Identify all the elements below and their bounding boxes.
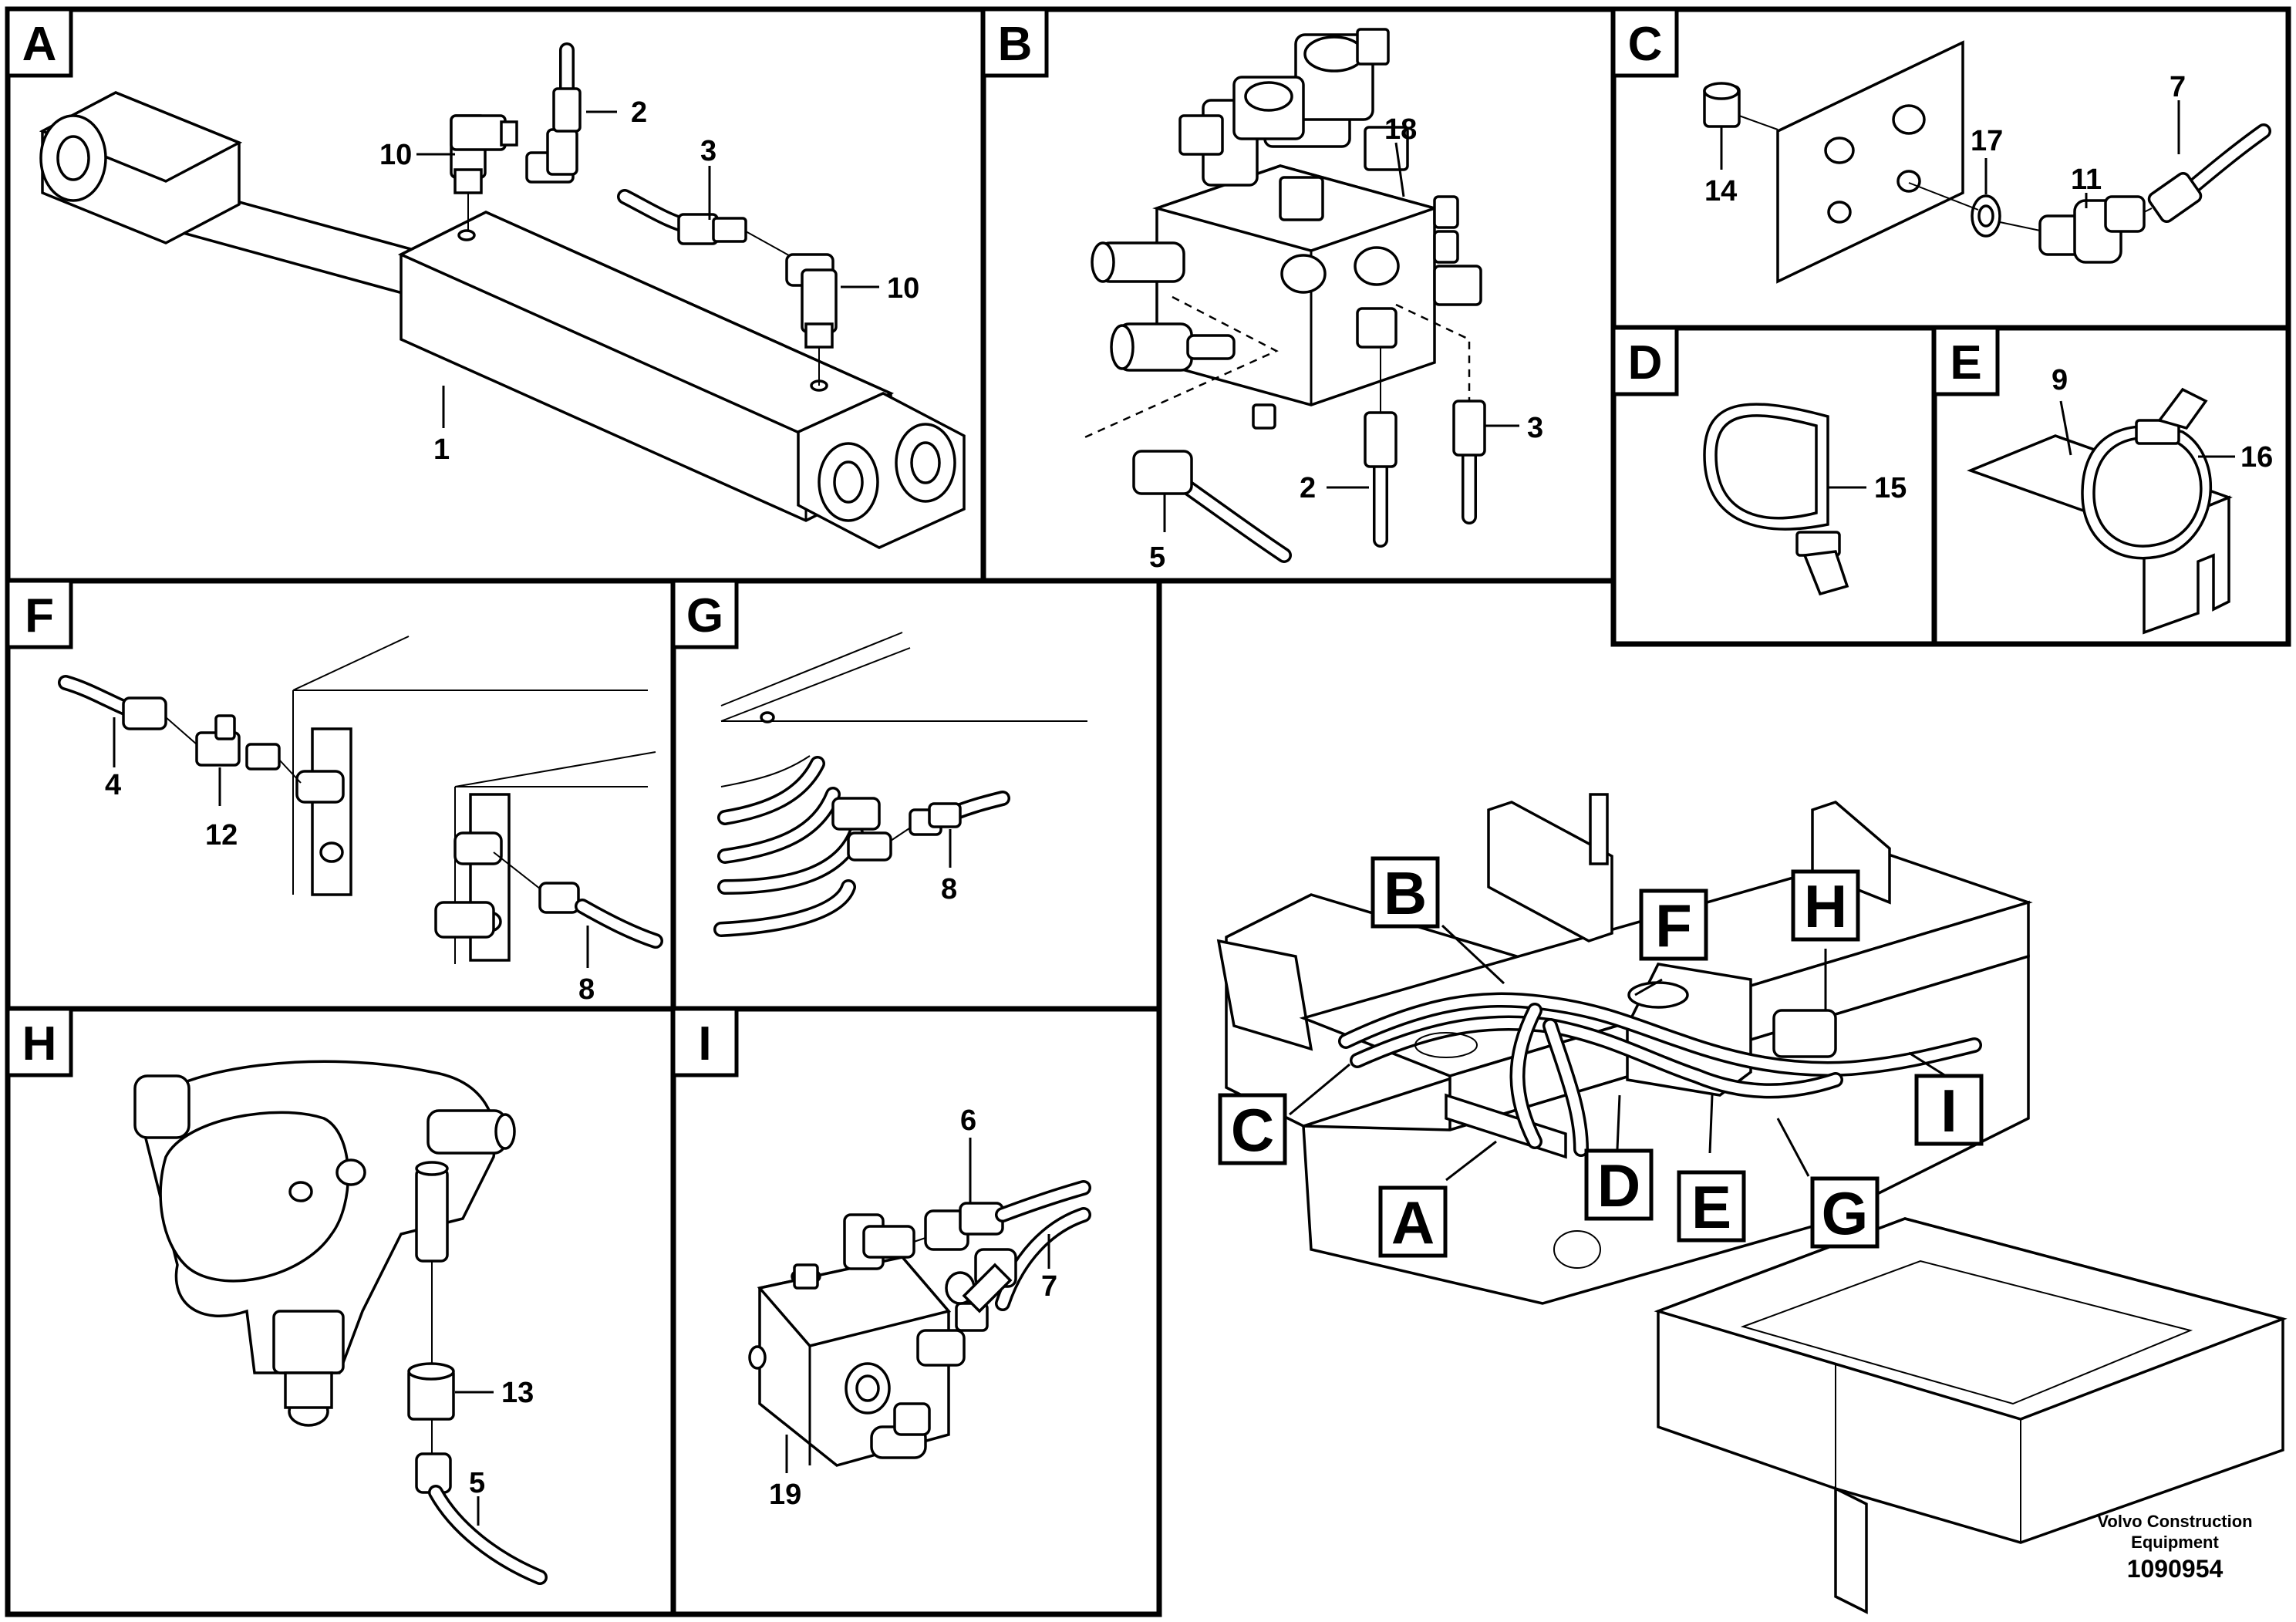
- callout-i-7: 7: [1041, 1270, 1057, 1303]
- callout-a-2: 2: [631, 96, 647, 129]
- callout-h-13: 13: [501, 1377, 534, 1409]
- callout-i-19: 19: [769, 1479, 801, 1511]
- panel-e-label: E: [1932, 325, 2000, 396]
- svg-text:A: A: [22, 18, 57, 71]
- svg-text:B: B: [998, 18, 1033, 71]
- panel-f-drawing: [58, 636, 663, 968]
- callout-e-16: 16: [2240, 441, 2273, 474]
- panel-h-drawing: [133, 1060, 548, 1585]
- callout-c-7: 7: [2170, 71, 2186, 103]
- callout-c-11: 11: [2071, 164, 2102, 196]
- callout-a-1: 1: [433, 433, 450, 466]
- callout-i-6: 6: [960, 1104, 976, 1137]
- footer-company-line2: Equipment: [2131, 1533, 2219, 1552]
- svg-text:C: C: [1628, 18, 1663, 71]
- svg-text:D: D: [1597, 1152, 1640, 1219]
- panel-b-label: B: [981, 7, 1049, 78]
- footer-company-line1: Volvo Construction: [2097, 1512, 2252, 1531]
- panel-a-label: A: [5, 7, 73, 78]
- overview-tag-f[interactable]: F: [1639, 889, 1708, 961]
- callout-b-5: 5: [1149, 541, 1165, 574]
- svg-text:I: I: [698, 1017, 711, 1071]
- callout-e-9: 9: [2052, 364, 2068, 396]
- callout-f-4: 4: [105, 769, 121, 801]
- elbow-fitting-10-lower: [785, 253, 838, 386]
- callout-a-10-lower: 10: [887, 272, 919, 305]
- panel-c-label: C: [1611, 7, 1679, 78]
- overview-tag-g[interactable]: G: [1810, 1176, 1880, 1249]
- panel-g-label: G: [671, 578, 739, 649]
- callout-f-8: 8: [578, 973, 595, 1006]
- elbow-fitting-10-upper: [450, 114, 518, 231]
- callout-b-18: 18: [1384, 113, 1417, 146]
- svg-text:F: F: [1655, 892, 1692, 959]
- svg-text:I: I: [1940, 1077, 1957, 1145]
- nut-14: [1703, 82, 1778, 130]
- svg-text:F: F: [25, 589, 54, 642]
- overview-tag-h[interactable]: H: [1791, 869, 1860, 942]
- panel-b-drawing: [1079, 28, 1519, 563]
- callout-g-8: 8: [941, 873, 957, 905]
- overview-tag-i[interactable]: I: [1914, 1074, 1984, 1146]
- overview-tag-d[interactable]: D: [1584, 1148, 1654, 1221]
- overview-tag-e[interactable]: E: [1677, 1170, 1746, 1243]
- callout-c-14: 14: [1704, 175, 1737, 207]
- svg-text:H: H: [22, 1017, 57, 1071]
- panel-f-label: F: [5, 578, 73, 649]
- svg-text:A: A: [1391, 1189, 1435, 1256]
- mounting-plate: [1776, 40, 1964, 284]
- overview-tag-b[interactable]: B: [1371, 856, 1440, 929]
- panel-d-label: D: [1611, 325, 1679, 396]
- svg-text:D: D: [1628, 336, 1663, 389]
- overview-tag-a[interactable]: A: [1378, 1185, 1448, 1258]
- callout-b-2: 2: [1300, 472, 1316, 504]
- callout-d-15: 15: [1874, 472, 1907, 504]
- svg-text:B: B: [1384, 859, 1427, 927]
- panel-h-label: H: [5, 1007, 73, 1077]
- callout-a-10-upper: 10: [379, 139, 412, 171]
- svg-text:G: G: [686, 589, 723, 642]
- callout-h-5: 5: [469, 1467, 485, 1499]
- panel-g-drawing: [713, 632, 1087, 937]
- svg-text:E: E: [1691, 1173, 1731, 1241]
- panel-i-label: I: [671, 1007, 739, 1077]
- elbow-fitting-11: [2038, 195, 2146, 264]
- svg-text:C: C: [1231, 1096, 1274, 1164]
- svg-text:E: E: [1950, 336, 1981, 389]
- callout-c-17: 17: [1971, 125, 2003, 157]
- panel-g-frame: [670, 578, 1162, 1012]
- callout-a-3: 3: [700, 135, 716, 167]
- svg-text:H: H: [1804, 872, 1847, 940]
- panel-c-drawing: [1703, 40, 2271, 284]
- panel-i-frame: [670, 1006, 1162, 1617]
- overview-tag-c[interactable]: C: [1218, 1093, 1287, 1165]
- callout-b-3: 3: [1527, 412, 1543, 444]
- panel-i-drawing: [748, 1138, 1091, 1473]
- panel-d-drawing: [1703, 403, 1866, 596]
- panel-e-drawing: [1967, 387, 2235, 635]
- svg-text:G: G: [1822, 1179, 1869, 1247]
- fitting-2: [525, 128, 578, 184]
- tee-fitting-12: [195, 714, 281, 771]
- panel-a-drawing: [39, 42, 966, 549]
- drawing-number: 1090954: [2127, 1555, 2224, 1583]
- callout-f-12: 12: [205, 819, 238, 851]
